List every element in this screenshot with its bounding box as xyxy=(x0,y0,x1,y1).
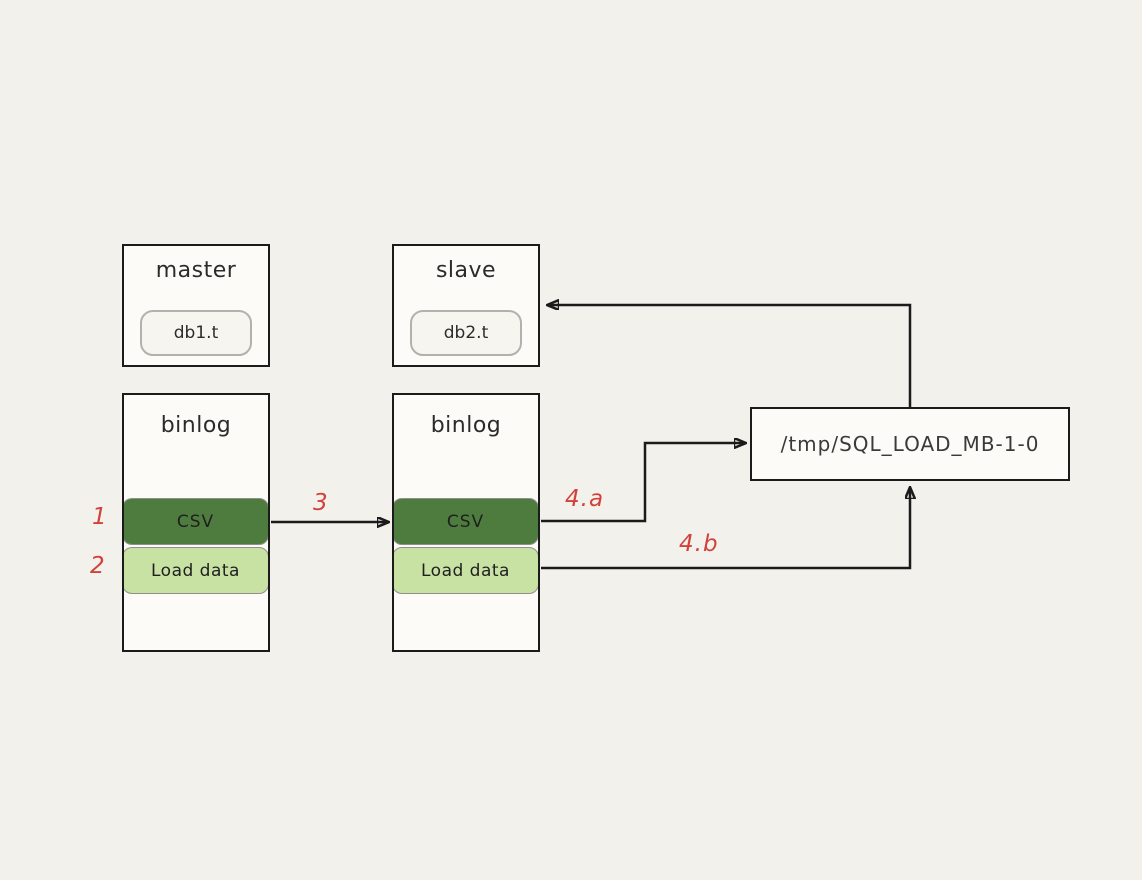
binlog-right-csv-label: CSV xyxy=(446,511,485,532)
slave-table-pill: db2.t xyxy=(410,310,522,356)
binlog-left-load-data-row: Load data xyxy=(122,547,269,594)
tmp-file-node: /tmp/SQL_LOAD_MB-1-0 xyxy=(750,407,1070,481)
slave-label: slave xyxy=(435,258,497,283)
apply-to-slave-arrow xyxy=(548,305,912,408)
binlog-left-label: binlog xyxy=(160,413,232,438)
step4a-arrow xyxy=(541,443,745,523)
binlog-right-csv-row: CSV xyxy=(392,498,539,545)
tmp-file-label: /tmp/SQL_LOAD_MB-1-0 xyxy=(780,432,1040,456)
binlog-right-load-data-row: Load data xyxy=(392,547,539,594)
step-label-4b: 4.b xyxy=(679,531,719,557)
binlog-left-csv-row: CSV xyxy=(122,498,269,545)
master-node: master db1.t xyxy=(122,244,270,367)
master-table-pill: db1.t xyxy=(140,310,252,356)
master-label: master xyxy=(155,258,237,283)
binlog-right-load-data-label: Load data xyxy=(421,560,510,581)
binlog-left-csv-label: CSV xyxy=(176,511,215,532)
step-label-1: 1 xyxy=(92,504,108,530)
slave-table-label: db2.t xyxy=(443,323,489,343)
binlog-right-label: binlog xyxy=(430,413,502,438)
step-label-3: 3 xyxy=(313,490,329,516)
step-label-2: 2 xyxy=(90,553,106,579)
slave-node: slave db2.t xyxy=(392,244,540,367)
binlog-left-load-data-label: Load data xyxy=(151,560,240,581)
step4b-arrow xyxy=(541,488,910,570)
master-table-label: db1.t xyxy=(173,323,219,343)
step-label-4a: 4.a xyxy=(565,486,605,512)
